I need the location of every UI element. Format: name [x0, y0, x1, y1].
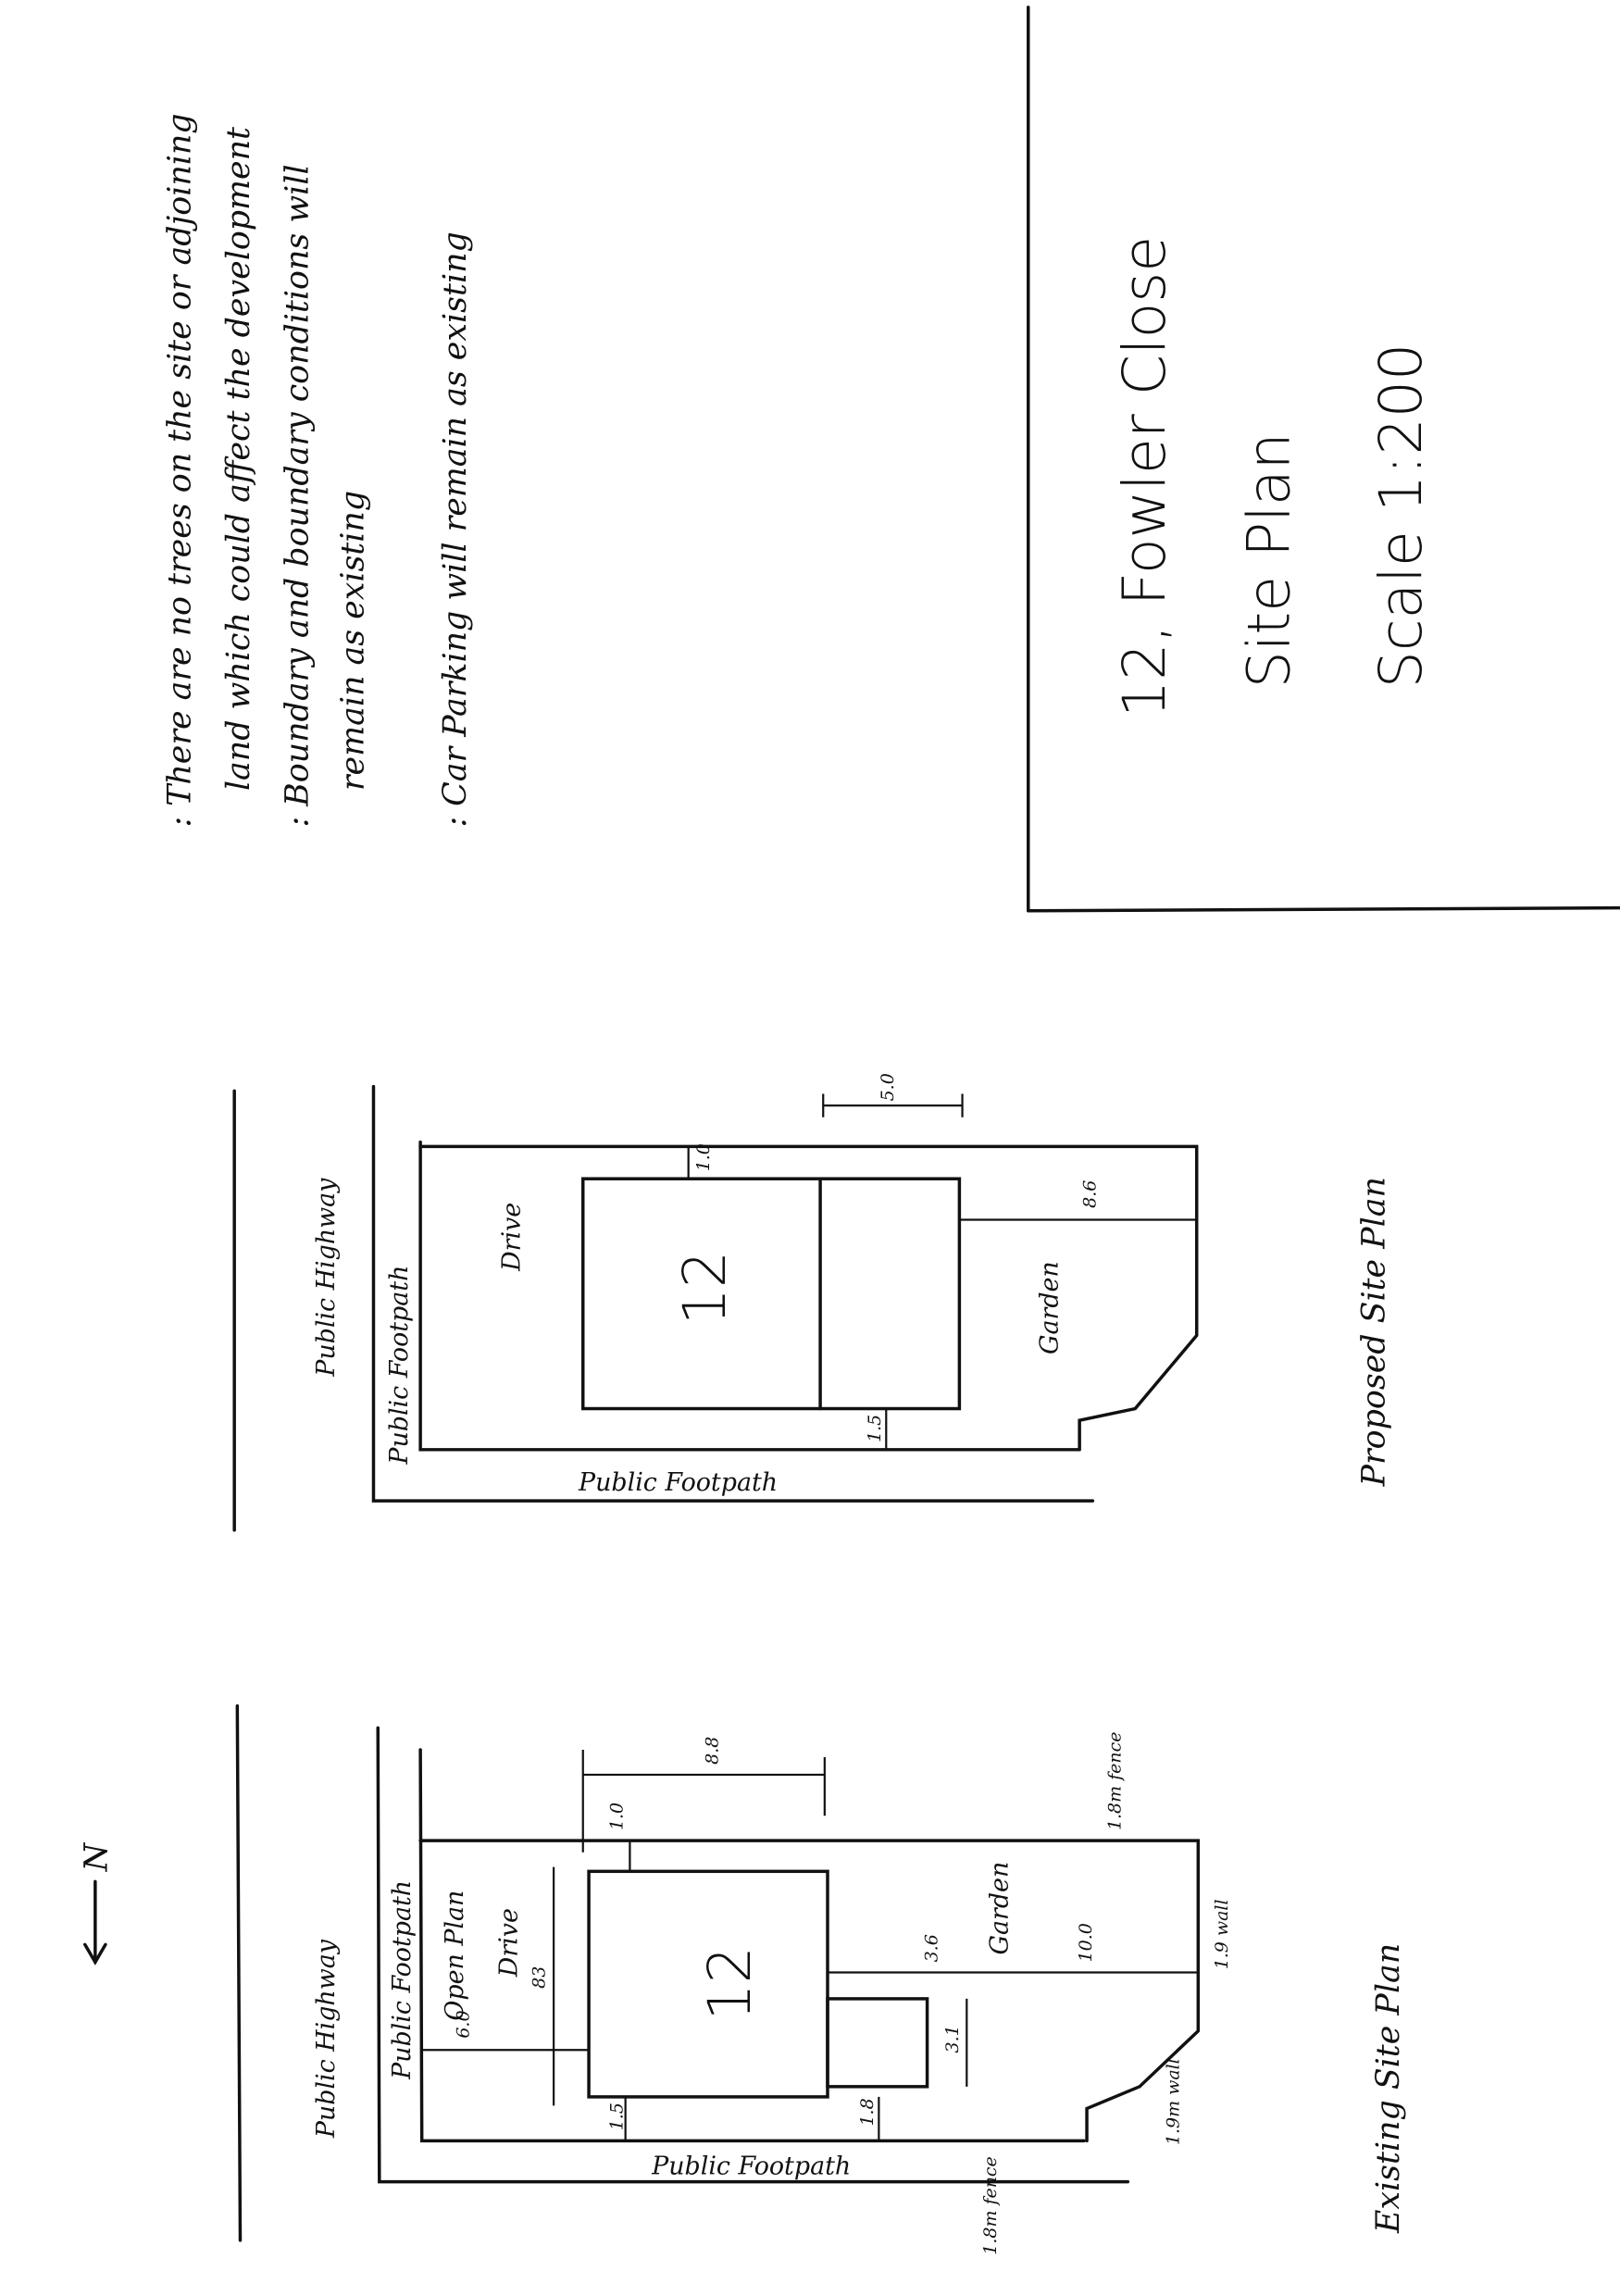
note-1: : There are no trees on the site or adjo…	[162, 113, 199, 827]
proposed-house-number: 12	[670, 1251, 739, 1325]
proposed-site-plan: Public Highway Public Footpath Public Fo…	[232, 1073, 1392, 1532]
note-2-cont: remain as existing	[334, 491, 371, 791]
existing-drive-label: Drive	[495, 1908, 524, 1978]
north-arrow-icon: N	[79, 1841, 116, 1965]
existing-garden-label: Garden	[986, 1862, 1015, 1955]
proposed-garden-label: Garden	[1035, 1261, 1064, 1354]
existing-dim-front: 1.0	[606, 1803, 627, 1830]
proposed-house	[581, 1177, 962, 1411]
existing-dim-top: 8.8	[702, 1737, 722, 1765]
proposed-dim-side: 1.5	[865, 1415, 885, 1442]
existing-house-number: 12	[695, 1946, 764, 2020]
existing-wall-right: 1.9 wall	[1212, 1899, 1232, 1969]
proposed-dim-front: 1.0	[693, 1143, 714, 1171]
note-1-cont: land which could affect the development	[220, 126, 257, 791]
proposed-footpath-bottom: Public Footpath	[578, 1468, 778, 1497]
existing-dim-ext-width: 3.1	[942, 2025, 963, 2053]
existing-site-plan: Public Highway Public Footpath Public Fo…	[235, 1703, 1407, 2255]
existing-dim-rear-ext: 3.6	[922, 1934, 942, 1962]
north-label: N	[79, 1841, 116, 1872]
existing-dim-side-ext: 1.8	[857, 2098, 878, 2126]
existing-highway-label: Public Highway	[312, 1939, 341, 2139]
existing-dim-depth: 83	[530, 1966, 550, 1989]
proposed-plan-title: Proposed Site Plan	[1355, 1177, 1392, 1487]
proposed-scale-bar-label: 5.0	[878, 1073, 898, 1101]
title-address: 12, Fowler Close	[1110, 236, 1178, 718]
note-2: : Boundary and boundary conditions will	[279, 165, 316, 828]
existing-dim-side: 1.5	[606, 2103, 627, 2130]
proposed-footpath-side: Public Footpath	[385, 1266, 414, 1466]
note-3: : Car Parking will remain as existing	[437, 231, 474, 827]
existing-plan-title: Existing Site Plan	[1370, 1943, 1407, 2234]
existing-dim-garden: 10.0	[1076, 1923, 1096, 1962]
existing-boundary	[418, 1839, 1201, 2143]
proposed-dim-rear: 8.6	[1080, 1180, 1101, 1208]
proposed-highway-label: Public Highway	[312, 1178, 341, 1378]
existing-house	[587, 1869, 829, 2099]
existing-dim-drive: 6.0	[453, 2010, 473, 2038]
existing-fence-top: 1.8m fence	[1104, 1732, 1125, 1830]
title-block: 12, Fowler Close Site Plan Scale 1:200	[1027, 6, 1620, 913]
existing-extension	[826, 1997, 929, 2089]
title-scale: Scale 1:200	[1366, 343, 1435, 689]
existing-footpath-side: Public Footpath	[388, 1880, 417, 2080]
existing-footpath-bottom: Public Footpath	[651, 2152, 851, 2181]
title-drawing: Site Plan	[1234, 432, 1302, 688]
existing-wall-corner: 1.9m wall	[1164, 2058, 1184, 2145]
existing-fence-bottom: 1.8m fence	[980, 2156, 1001, 2254]
existing-open-plan-label: Open Plan	[441, 1890, 469, 2021]
notes: : There are no trees on the site or adjo…	[162, 113, 474, 827]
proposed-boundary	[418, 1144, 1199, 1452]
proposed-drive-label: Drive	[498, 1203, 527, 1272]
